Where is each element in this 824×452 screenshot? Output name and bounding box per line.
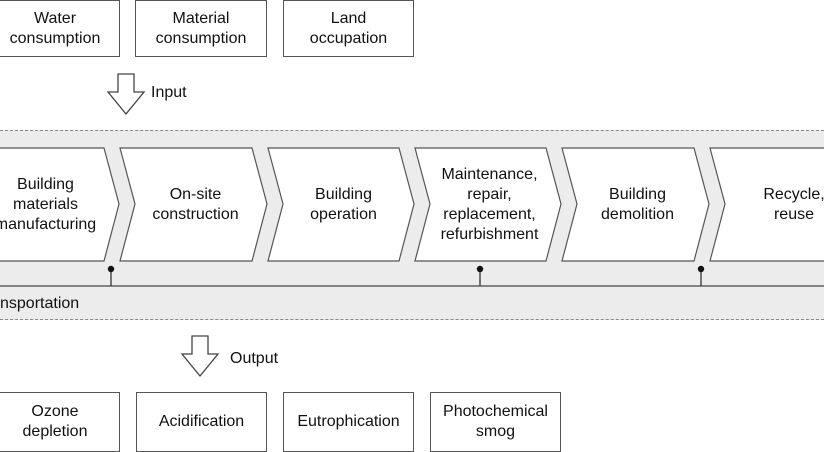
input-label: Input	[151, 84, 187, 101]
output-box-eutrophication: Eutrophication	[283, 392, 414, 452]
stage-chevron-construction	[119, 147, 268, 262]
stage-label-construction: On-site construction	[152, 185, 239, 223]
stage-chevron-manufacturing	[0, 147, 120, 262]
output-box-ozone: Ozone depletion	[0, 392, 120, 452]
stage-label-demolition: Building demolition	[601, 185, 674, 223]
transport-node-2	[476, 265, 484, 273]
input-arrow-icon	[106, 73, 146, 116]
stage-label-operation: Building operation	[310, 185, 377, 223]
input-box-water: Water consumption	[0, 0, 120, 57]
transport-node-1	[107, 265, 115, 273]
stage-chevron-demolition	[561, 147, 710, 262]
transport-node-3	[697, 265, 705, 273]
stage-label-recycle: Recycle, reuse	[763, 185, 824, 223]
stage-label-manufacturing: Building materials manufacturing	[0, 175, 97, 233]
stage-chevron-operation	[267, 147, 415, 262]
stage-chevron-maintenance	[414, 147, 562, 262]
input-box-land: Land occupation	[283, 0, 414, 57]
stage-chevron-recycle	[709, 147, 824, 262]
output-label: Output	[230, 350, 279, 367]
output-box-acidification: Acidification	[136, 392, 267, 452]
transportation-label: nsportation	[0, 295, 80, 312]
stage-label-maintenance: Maintenance, repair, replacement, refurb…	[440, 165, 539, 243]
input-box-material: Material consumption	[135, 0, 267, 57]
output-arrow-icon	[180, 335, 220, 378]
output-box-smog: Photochemical smog	[430, 392, 561, 452]
